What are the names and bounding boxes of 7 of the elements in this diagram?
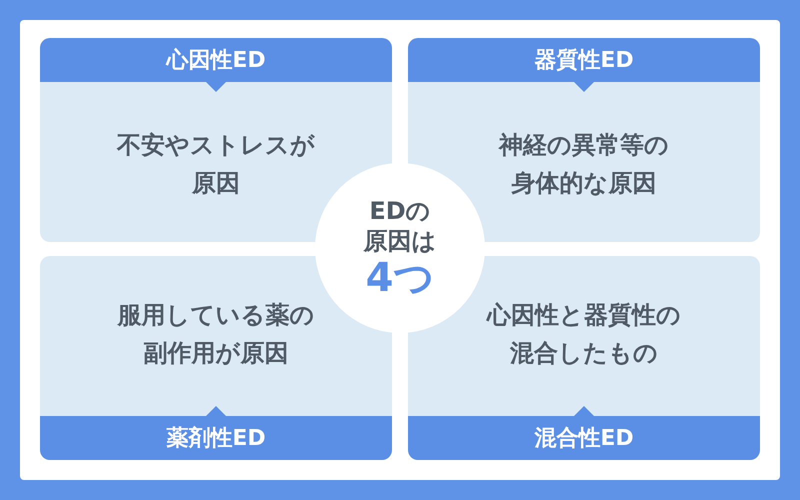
category-card [40,256,392,460]
card-text: 心因性と器質性の混合したもの [485,300,682,369]
card-text: 服用している薬の副作用が原因 [116,300,316,369]
card-text: 神経の異常等の身体的な原因 [498,130,670,199]
center-text: EDの原因は [362,196,438,256]
center-number: 4つ [366,256,434,300]
card-text: 不安やストレスが原因 [116,130,316,199]
